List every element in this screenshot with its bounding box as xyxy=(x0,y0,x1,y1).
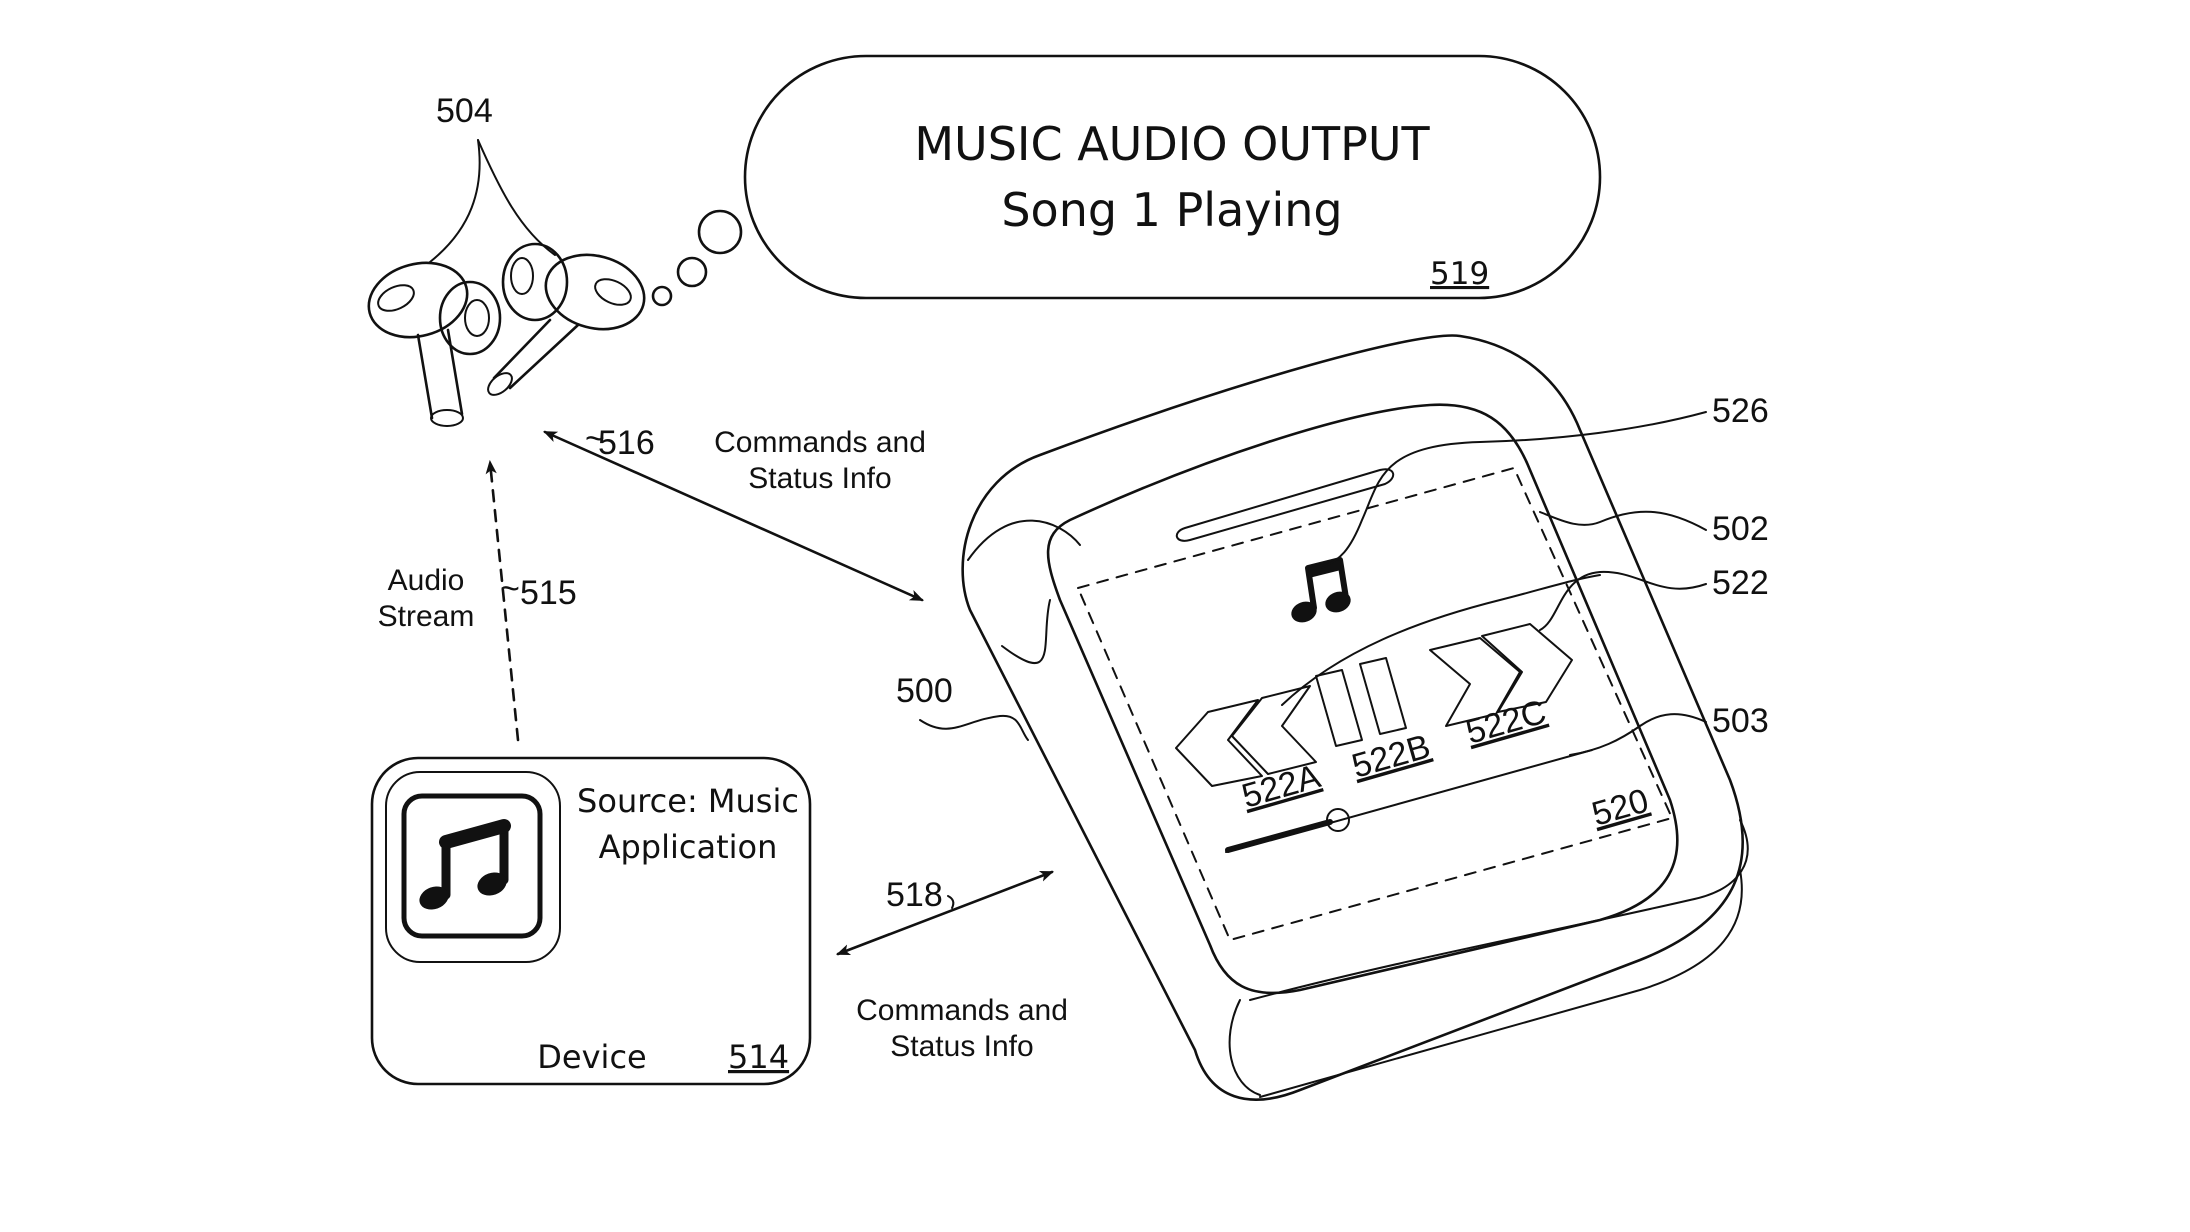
earbuds-leader-left xyxy=(429,139,481,263)
earbuds-ref: 504 xyxy=(436,92,493,130)
device-case-ref: 518 xyxy=(886,876,943,914)
case-body-leader xyxy=(919,714,1029,741)
case-ref-indicator: 526 xyxy=(1712,392,1769,430)
music-app-icon xyxy=(385,771,561,963)
case-ref-next: 522C xyxy=(1462,693,1551,752)
lid-leader xyxy=(1539,510,1707,531)
right-earbud xyxy=(487,242,646,396)
device-case-label-line2: Status Info xyxy=(890,1030,1033,1063)
left-earbud xyxy=(367,261,502,427)
earbuds-leader-right xyxy=(477,139,556,256)
bubble-dot-small xyxy=(651,285,673,307)
indicator-leader xyxy=(1321,411,1707,569)
device-source-line2: Application xyxy=(599,828,778,866)
bubble-dot-large xyxy=(697,209,743,255)
earbuds-case-link: 516 ~ Commands and Status Info xyxy=(543,420,926,602)
audio-label-line1: Audio xyxy=(388,564,465,597)
audio-label-line2: Stream xyxy=(378,600,475,633)
source-device: Source: Music Application Device 514 xyxy=(370,756,812,1086)
controls-leader xyxy=(1539,570,1707,631)
device-case-label-line1: Commands and xyxy=(856,994,1068,1027)
device-name: Device xyxy=(537,1038,646,1076)
audio-stream-link: Audio Stream ~ 515 xyxy=(378,459,577,742)
bubble-ref: 519 xyxy=(1430,256,1489,292)
rewind-button[interactable] xyxy=(1175,685,1317,787)
case-ref-controls: 522 xyxy=(1712,564,1769,602)
music-output-bubble: MUSIC AUDIO OUTPUT Song 1 Playing 519 xyxy=(651,54,1602,307)
bubble-title: MUSIC AUDIO OUTPUT xyxy=(914,117,1430,171)
fast-forward-icon xyxy=(1429,637,1521,727)
case-music-note-icon xyxy=(1291,557,1351,623)
device-case-ref-leader xyxy=(947,895,955,909)
audio-ref-tilde: ~ xyxy=(500,570,520,608)
charging-case: 522A 522B 522C 520 xyxy=(961,334,1749,1101)
earbuds-case-ref: 516 xyxy=(598,424,655,462)
earbuds: 504 xyxy=(367,92,646,427)
case-reference-labels: 500 526 502 522 503 xyxy=(896,392,1769,756)
device-ref: 514 xyxy=(728,1038,789,1076)
earbuds-case-label-line1: Commands and xyxy=(714,426,926,459)
earbuds-case-label-line2: Status Info xyxy=(748,462,891,495)
edge-leader xyxy=(1569,713,1707,756)
case-ref-body: 500 xyxy=(896,672,953,710)
pause-icon xyxy=(1315,669,1363,747)
case-ref-edge: 503 xyxy=(1712,702,1769,740)
case-indicator-slot xyxy=(1175,468,1395,542)
bubble-subtitle: Song 1 Playing xyxy=(1001,183,1342,237)
rewind-icon xyxy=(1175,699,1263,787)
progress-fill xyxy=(1225,819,1333,853)
pause-button[interactable] xyxy=(1315,657,1407,747)
audio-ref: 515 xyxy=(520,574,577,612)
case-display-region xyxy=(1077,467,1673,941)
progress-knob[interactable] xyxy=(1326,808,1350,832)
earbuds-case-ref-tilde: ~ xyxy=(585,420,605,458)
device-case-link: 518 Commands and Status Info xyxy=(836,870,1068,1063)
case-ref-prev: 522A xyxy=(1238,757,1325,816)
case-ref-lid: 502 xyxy=(1712,510,1769,548)
fast-forward-button[interactable] xyxy=(1429,623,1573,727)
bubble-dot-medium xyxy=(676,256,708,288)
device-source-line1: Source: Music xyxy=(577,782,799,820)
